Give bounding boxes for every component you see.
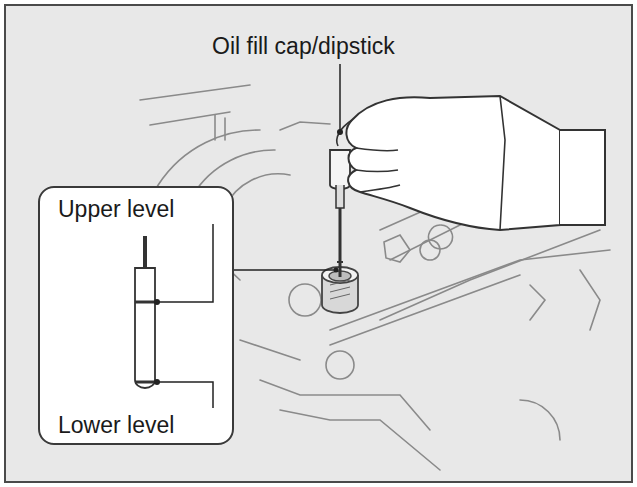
part-name: Oil fill cap/dipstick bbox=[212, 33, 395, 59]
inset-background bbox=[38, 186, 234, 445]
dipstick bbox=[330, 150, 350, 277]
outer-frame bbox=[5, 5, 632, 482]
inset-pointer bbox=[234, 269, 336, 271]
gloved-hand bbox=[337, 96, 605, 230]
leader-line bbox=[339, 64, 341, 132]
dipstick-detail bbox=[135, 224, 213, 408]
level-label: Lower level bbox=[58, 412, 174, 438]
level-label: Upper level bbox=[58, 196, 174, 222]
inset-box: Upper levelLower level bbox=[38, 186, 234, 445]
leader-dot bbox=[334, 268, 339, 273]
leader-dot bbox=[337, 129, 343, 135]
